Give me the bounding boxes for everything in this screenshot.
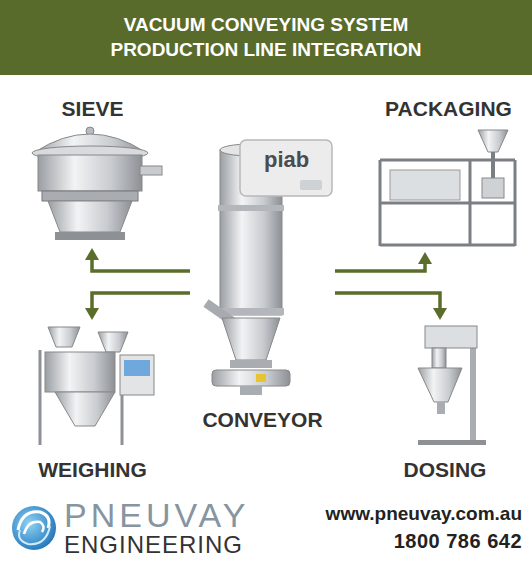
logo-icon — [12, 506, 56, 550]
connector-line — [92, 293, 190, 308]
conveyor-illustration — [206, 140, 332, 395]
weighing-illustration — [40, 327, 154, 445]
sieve-illustration — [32, 127, 162, 240]
phone-number: 1800 786 642 — [394, 530, 522, 552]
title-band — [0, 0, 532, 75]
flow-arrow — [335, 252, 432, 271]
title-text: VACUUM CONVEYING SYSTEM PRODUCTION LINE … — [66, 12, 466, 62]
arrow-head — [85, 248, 99, 260]
connector-line — [335, 264, 425, 271]
component-node: SIEVE — [20, 96, 165, 248]
flow-arrow — [85, 248, 190, 271]
arrow-head — [418, 252, 432, 264]
component-node: CONVEYOR — [190, 132, 335, 432]
brand-logo-text: piab — [264, 148, 309, 172]
component-label: CONVEYOR — [202, 407, 322, 432]
arrow-head — [85, 308, 99, 320]
component-node: PACKAGING — [372, 96, 525, 252]
component-label: WEIGHING — [38, 457, 147, 482]
connector-line — [335, 293, 440, 308]
component-node: DOSING — [390, 320, 500, 482]
company-name: PNEUVAY — [64, 497, 249, 533]
arrow-head — [433, 308, 447, 320]
website-url: www.pneuvay.com.au — [326, 503, 522, 524]
component-label: SIEVE — [62, 96, 124, 121]
dosing-illustration — [418, 326, 486, 445]
packaging-illustration — [380, 130, 515, 246]
component-label: DOSING — [404, 457, 487, 482]
component-node: WEIGHING — [25, 320, 160, 482]
flow-arrow — [335, 293, 447, 320]
flow-arrow — [85, 293, 190, 320]
component-label: PACKAGING — [385, 96, 512, 121]
company-name: ENGINEERING — [64, 532, 243, 558]
connector-line — [92, 260, 190, 271]
